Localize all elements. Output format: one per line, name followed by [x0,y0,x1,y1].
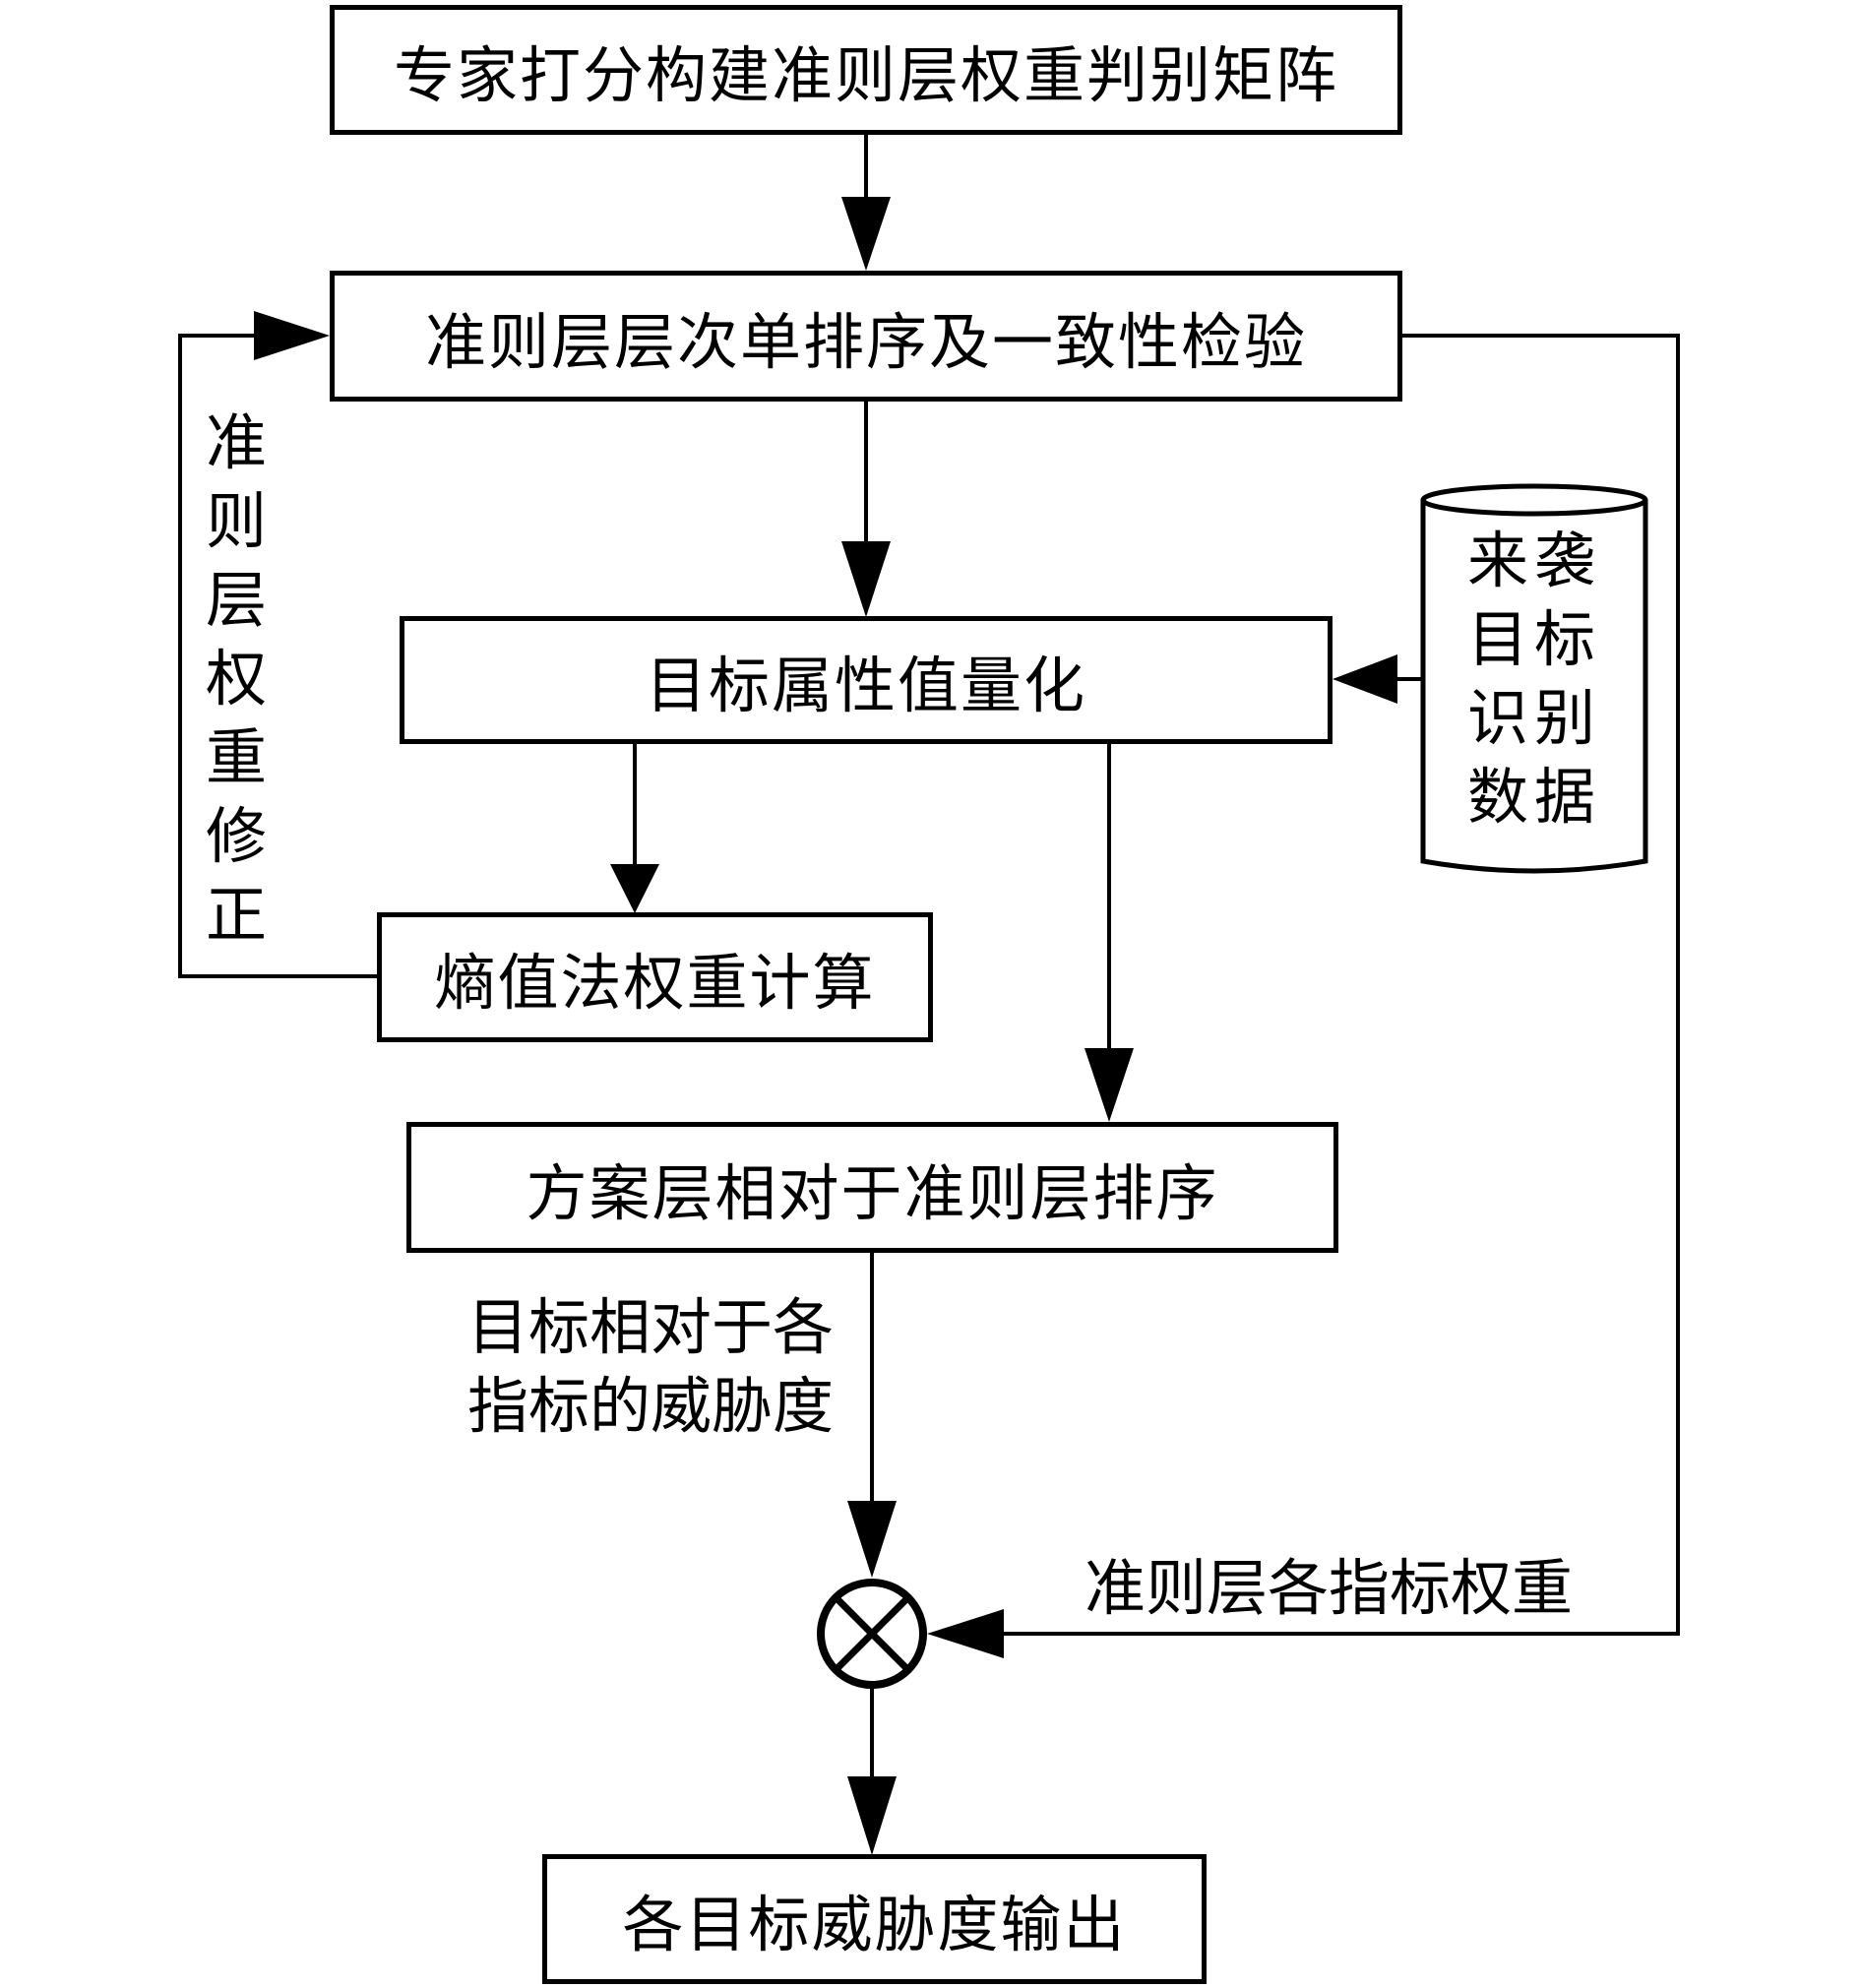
connector-criteria-weights [999,334,1680,1636]
arrowhead-down-icon [847,1501,897,1578]
node-scheme-sort: 方案层相对于准则层排序 [406,1122,1338,1253]
edge-label-weight-correction: 准则层权重修正 [205,406,267,951]
database-label: 来袭目标识别数据 [1466,525,1601,833]
node-label: 各目标威胁度输出 [622,1889,1127,1960]
node-quantify: 目标属性值量化 [400,616,1333,744]
edge-label-target-threat-line1: 目标相对于各 [467,1291,835,1363]
arrowhead-down-icon [841,197,891,271]
arrowhead-right-icon [254,311,330,360]
node-criteria-sort: 准则层层次单排序及一致性检验 [330,271,1402,402]
node-expert-matrix: 专家打分构建准则层权重判别矩阵 [330,5,1402,135]
edge-label-target-threat-line2: 指标的威胁度 [467,1370,835,1442]
node-output: 各目标威胁度输出 [542,1854,1207,1984]
arrowhead-down-icon [610,864,659,913]
node-label: 方案层相对于准则层排序 [526,1156,1219,1229]
arrowhead-down-icon [841,541,891,617]
arrowhead-down-icon [1085,1048,1134,1122]
database-cylinder-icon [1420,483,1648,874]
node-entropy: 熵值法权重计算 [377,912,933,1042]
edge-label-criteria-weights: 准则层各指标权重 [1085,1552,1574,1624]
multiply-operator-icon [817,1579,927,1689]
arrowhead-down-icon [847,1776,897,1855]
connector-entropy-feedback [178,334,377,978]
node-label: 目标属性值量化 [645,650,1086,721]
arrowhead-left-icon [927,1609,1004,1658]
node-label: 准则层层次单排序及一致性检验 [424,305,1307,378]
node-label: 熵值法权重计算 [434,947,876,1019]
node-label: 专家打分构建准则层权重判别矩阵 [393,39,1338,111]
arrowhead-left-icon [1333,654,1397,704]
